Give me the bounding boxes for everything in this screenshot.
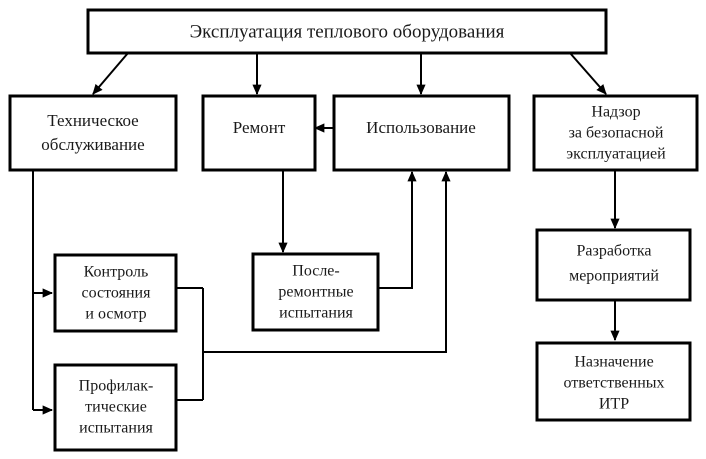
node-box bbox=[535, 228, 692, 302]
node-box bbox=[535, 341, 692, 422]
edge-post-repair-tests-to-usage bbox=[378, 170, 417, 289]
node-post-repair-tests[interactable]: После- ремонтные испытания bbox=[251, 252, 380, 332]
edge-lower-left-bus-to-usage bbox=[203, 170, 451, 353]
node-label-line-3: испытания bbox=[79, 420, 153, 437]
node-label-line-2: ответственных bbox=[563, 375, 664, 392]
node-label-line-2: состояния bbox=[82, 285, 152, 302]
node-label-line-3: ИТР bbox=[599, 396, 629, 413]
node-label-line-3: испытания bbox=[279, 305, 353, 322]
node-label-line-2: за безопасной bbox=[569, 125, 664, 142]
node-operation-of-thermal-equipment[interactable]: Эксплуатация теплового оборудования bbox=[86, 8, 608, 55]
node-label-line-1: Надзор bbox=[591, 104, 640, 121]
node-safety-supervision[interactable]: Надзор за безопасной эксплуатацией bbox=[532, 94, 699, 172]
node-label-line-3: эксплуатацией bbox=[566, 146, 666, 163]
node-label-line-1: Назначение bbox=[574, 354, 653, 371]
node-box bbox=[332, 94, 511, 172]
node-box bbox=[53, 363, 178, 452]
node-assignment-of-responsible-engineers[interactable]: Назначение ответственных ИТР bbox=[535, 341, 692, 422]
node-preventive-tests[interactable]: Профилак- тические испытания bbox=[53, 363, 178, 452]
node-box bbox=[532, 94, 699, 172]
node-label-line-2: мероприятий bbox=[569, 268, 659, 285]
node-label-line-1: Техническое bbox=[47, 111, 138, 130]
node-label-line-1: Контроль bbox=[84, 264, 149, 281]
connector-layer bbox=[32, 52, 620, 415]
node-box bbox=[201, 94, 317, 172]
node-usage[interactable]: Использование bbox=[332, 94, 511, 172]
node-label-line-1: После- bbox=[292, 263, 339, 280]
node-label-line-2: тические bbox=[85, 399, 147, 416]
edge-root-to-maintenance bbox=[92, 52, 129, 95]
node-box bbox=[86, 8, 608, 55]
node-label: Эксплуатация теплового оборудования bbox=[190, 21, 505, 42]
node-box bbox=[251, 252, 380, 332]
node-label-line-1: Разработка bbox=[577, 243, 652, 260]
node-label-line-3: и осмотр bbox=[85, 306, 146, 323]
node-label-line-2: обслуживание bbox=[41, 135, 144, 154]
node-development-of-measures[interactable]: Разработка мероприятий bbox=[535, 228, 692, 302]
node-label: Использование bbox=[366, 118, 476, 137]
node-box bbox=[8, 94, 178, 172]
node-label: Ремонт bbox=[233, 118, 286, 137]
node-repair[interactable]: Ремонт bbox=[201, 94, 317, 172]
node-condition-control-and-inspection[interactable]: Контроль состояния и осмотр bbox=[53, 253, 178, 333]
node-box bbox=[53, 253, 178, 333]
node-label-line-1: Профилак- bbox=[79, 378, 154, 395]
node-technical-maintenance[interactable]: Техническое обслуживание bbox=[8, 94, 178, 172]
node-label-line-2: ремонтные bbox=[278, 284, 353, 301]
edge-root-to-supervision bbox=[569, 52, 607, 95]
